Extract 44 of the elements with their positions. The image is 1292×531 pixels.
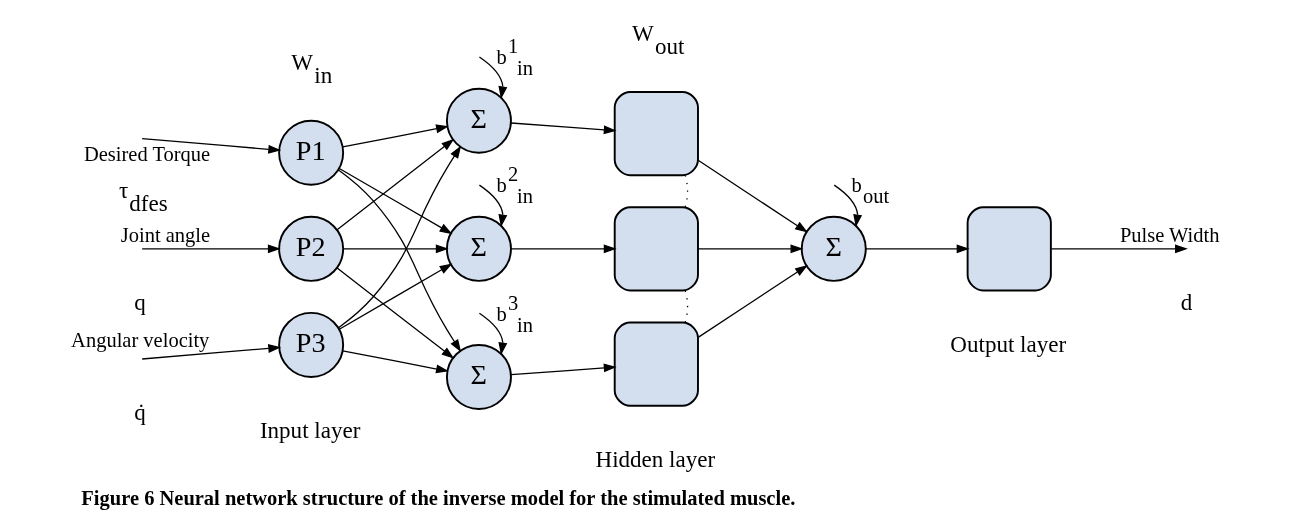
edge-label: Angular velocity xyxy=(70,328,209,351)
node-box xyxy=(613,206,699,292)
arrow xyxy=(341,124,449,148)
node-box xyxy=(613,90,699,177)
label: Input layer xyxy=(259,416,360,443)
arrow xyxy=(336,267,454,359)
node-box xyxy=(613,321,699,407)
label: q̇ xyxy=(133,398,146,425)
arrow xyxy=(478,312,507,356)
arrow xyxy=(337,169,461,353)
edge-label: Pulse Width xyxy=(1119,224,1219,247)
arrow xyxy=(509,363,617,376)
arrow xyxy=(341,350,449,374)
arrow xyxy=(697,265,808,339)
arrow xyxy=(338,167,452,235)
label: q xyxy=(133,288,146,315)
arrow xyxy=(141,244,281,254)
arrow xyxy=(342,244,449,254)
connector xyxy=(684,290,688,323)
edge-label: Joint angle xyxy=(120,224,210,247)
arrow xyxy=(864,244,969,254)
arrow xyxy=(509,122,617,135)
node-box xyxy=(966,206,1052,292)
label: Output layer xyxy=(949,330,1066,357)
node-circle: P1 xyxy=(277,119,344,186)
arrow xyxy=(478,56,507,100)
connector xyxy=(684,174,688,208)
arrow xyxy=(141,138,281,154)
arrow xyxy=(141,343,281,360)
arrow xyxy=(509,244,617,254)
arrow xyxy=(478,184,507,228)
arrow xyxy=(697,159,808,233)
arrow xyxy=(338,263,452,330)
node-circle: P2 xyxy=(277,215,344,282)
node-circle: P3 xyxy=(277,311,344,378)
arrow xyxy=(697,244,803,254)
caption: Figure 6 Neural network structure of the inverse model for the stimulated muscle. xyxy=(80,486,795,509)
arrow xyxy=(833,184,862,228)
label: Hidden layer xyxy=(595,446,715,473)
arrow xyxy=(336,138,454,231)
edge-label: Desired Torque xyxy=(83,142,210,165)
label: d xyxy=(1180,288,1192,315)
arrow xyxy=(337,145,461,329)
arrow xyxy=(1050,244,1188,254)
